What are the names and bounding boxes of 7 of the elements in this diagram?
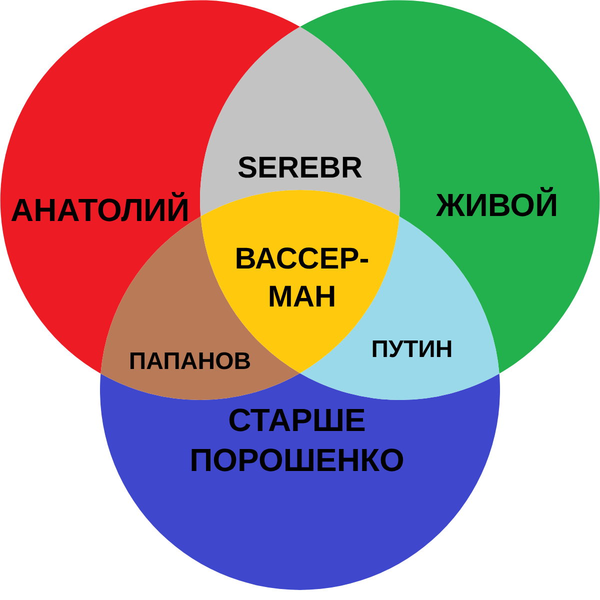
region-label: SEREBR bbox=[236, 150, 364, 186]
set-label: СТАРШЕ ПОРОШЕНКО bbox=[190, 402, 404, 478]
set-label: АНАТОЛИЙ bbox=[10, 192, 190, 228]
region-label: ВАССЕР- МАН bbox=[234, 242, 370, 315]
set-label: ЖИВОЙ bbox=[436, 187, 558, 223]
region-label: ПАПАНОВ bbox=[128, 347, 252, 377]
region-label: ПУТИН bbox=[370, 335, 454, 365]
